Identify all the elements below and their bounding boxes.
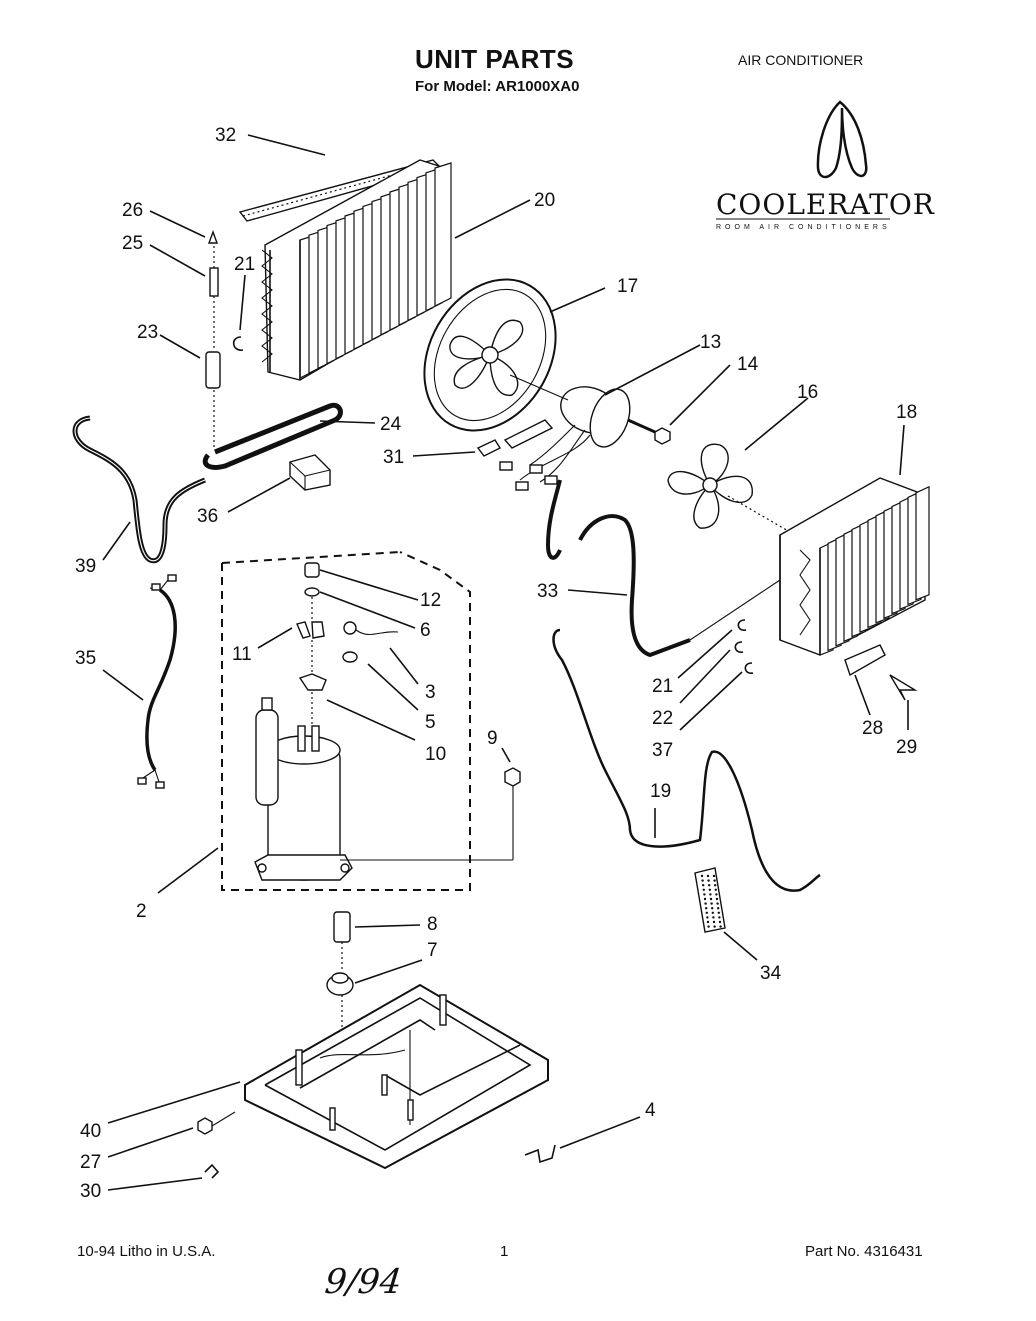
- callout-7: 7: [427, 940, 438, 961]
- part-spacer: [333, 911, 351, 943]
- part-capillary-tube: [552, 628, 821, 892]
- callout-12: 12: [420, 590, 441, 611]
- coolerator-logo: COOLERATOR ROOM AIR CONDITIONERS: [716, 100, 935, 231]
- callout-21-right: 21: [652, 676, 673, 697]
- callout-36: 36: [197, 506, 218, 527]
- page-number: 1: [500, 1243, 509, 1260]
- callout-21-left: 21: [234, 254, 255, 275]
- part-filter: [694, 867, 726, 933]
- callout-23: 23: [137, 322, 158, 343]
- callout-19: 19: [650, 781, 671, 802]
- part-wire-harness: [476, 419, 591, 491]
- callout-40: 40: [80, 1121, 101, 1142]
- part-clip-right: [737, 619, 747, 631]
- compressor-group-outline: [221, 551, 471, 891]
- callout-37: 37: [652, 740, 673, 761]
- part-fan-blade: [667, 443, 753, 529]
- part-compressor-terminals: [296, 562, 399, 725]
- part-clip: [232, 336, 244, 351]
- callout-labels: 32 26 25 21 20 23 17 13 14 16 18 24 31 3…: [75, 125, 917, 1202]
- callout-32: 32: [215, 125, 236, 146]
- part-bracket: [844, 644, 886, 677]
- callout-16: 16: [797, 382, 818, 403]
- print-date: 10-94 Litho in U.S.A.: [77, 1243, 216, 1260]
- callout-13: 13: [700, 332, 721, 353]
- brand-name: COOLERATOR: [716, 188, 935, 221]
- part-discharge-tube: [578, 514, 691, 658]
- callout-33: 33: [537, 581, 558, 602]
- callout-10: 10: [425, 744, 446, 765]
- callout-11: 11: [232, 644, 252, 665]
- part-evaporator: [261, 159, 452, 381]
- callout-4: 4: [645, 1100, 656, 1121]
- part-drain-tube: [202, 402, 343, 470]
- part-number: Part No. 4316431: [805, 1243, 923, 1260]
- callout-22: 22: [652, 708, 673, 729]
- callout-26: 26: [122, 200, 143, 221]
- callout-8: 8: [427, 914, 438, 935]
- part-base-pan: [244, 983, 549, 1170]
- callout-31: 31: [383, 447, 404, 468]
- callout-20: 20: [534, 190, 555, 211]
- part-foam-block: [289, 454, 331, 491]
- callout-2: 2: [136, 901, 147, 922]
- page-title: UNIT PARTS: [415, 44, 575, 74]
- callout-24: 24: [380, 414, 402, 435]
- part-nut: [654, 427, 671, 445]
- part-compressor: [254, 697, 353, 881]
- callout-3: 3: [425, 682, 436, 703]
- penguin-outline-icon: [816, 100, 868, 179]
- brand-tagline: ROOM AIR CONDITIONERS: [716, 224, 891, 231]
- product-type: AIR CONDITIONER: [738, 52, 864, 68]
- handwritten-note: 9/94: [322, 1262, 404, 1302]
- part-fan-shroud: [423, 278, 557, 432]
- model-number: For Model: AR1000XA0: [415, 78, 580, 95]
- callout-35: 35: [75, 648, 96, 669]
- part-grommet: [340, 767, 521, 861]
- part-mount-bracket: [524, 1144, 556, 1164]
- part-ground-wire: [137, 574, 177, 789]
- part-retainer: [889, 674, 918, 701]
- part-fan-motor: [509, 374, 656, 448]
- callout-17: 17: [617, 276, 638, 297]
- callout-14: 14: [737, 354, 759, 375]
- callout-6: 6: [420, 620, 431, 641]
- callout-28: 28: [862, 718, 883, 739]
- callout-29: 29: [896, 737, 917, 758]
- callout-39: 39: [75, 556, 96, 577]
- callout-25: 25: [122, 233, 143, 254]
- part-clip-small: [204, 1163, 220, 1179]
- callout-9: 9: [487, 728, 498, 749]
- part-isolator: [326, 972, 354, 996]
- callout-30: 30: [80, 1181, 101, 1202]
- part-screw: [197, 1111, 236, 1135]
- callout-34: 34: [760, 963, 782, 984]
- part-sensor-assembly: [205, 229, 221, 450]
- part-condenser: [779, 477, 930, 656]
- callout-5: 5: [425, 712, 436, 733]
- callout-18: 18: [896, 402, 917, 423]
- callout-27: 27: [80, 1152, 101, 1173]
- leader-lines: [102, 134, 909, 1191]
